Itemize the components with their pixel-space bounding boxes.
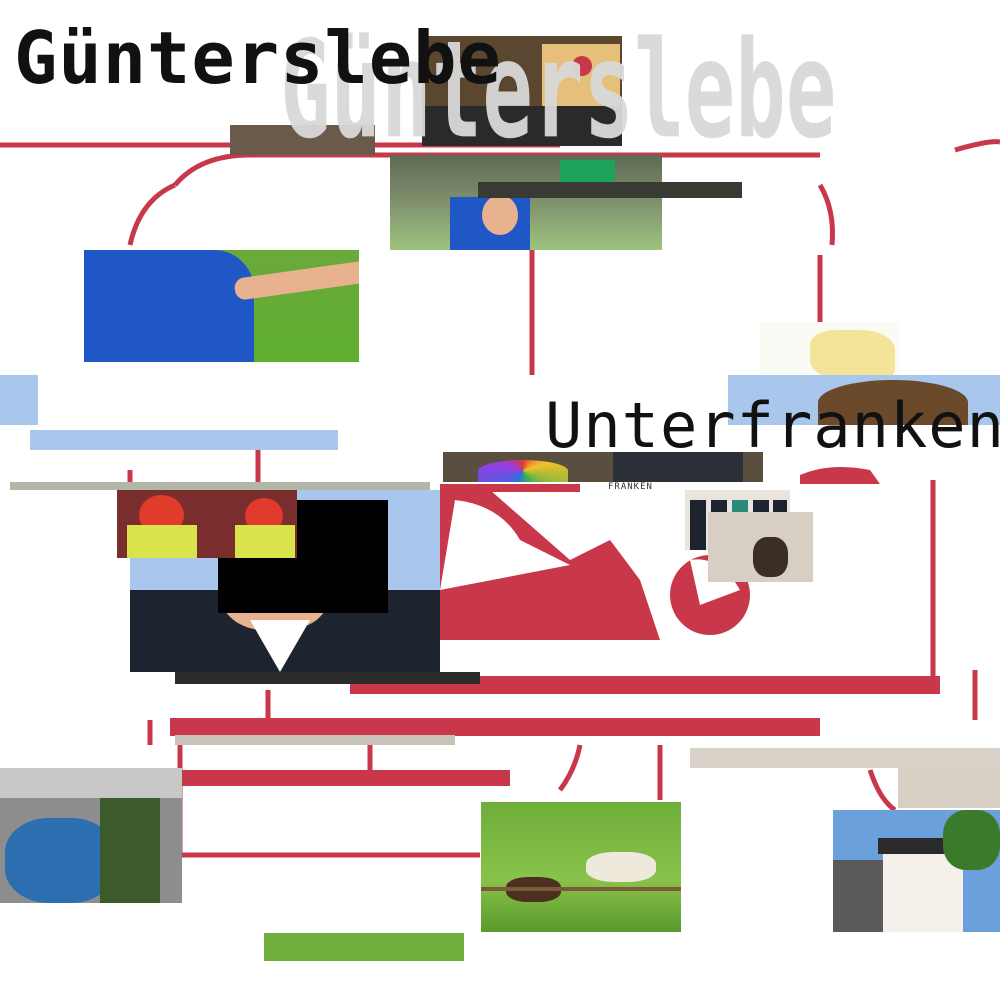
half-timbered-tower-photo xyxy=(833,810,1000,932)
glitch-strip xyxy=(898,768,1000,808)
map-of-franconia xyxy=(760,322,900,382)
glitch-strip xyxy=(10,482,430,490)
map-label: FRANKEN xyxy=(608,482,653,492)
soccer-player-photo xyxy=(84,250,359,362)
page-title: Günterslebe xyxy=(14,16,502,100)
region-subtitle: Unterfranken xyxy=(545,389,1000,462)
carnival-clowns-photo xyxy=(117,490,297,558)
parade-photo xyxy=(0,768,182,903)
umbrella-strip-photo xyxy=(728,375,1000,425)
glitch-strip xyxy=(175,672,480,684)
glitch-strip xyxy=(230,125,375,155)
glitch-strip xyxy=(690,748,1000,768)
glitch-strip xyxy=(175,735,455,745)
glitch-strip xyxy=(0,375,38,425)
grass-strip-photo xyxy=(264,933,464,961)
award-object-photo xyxy=(708,512,813,582)
glitch-strip xyxy=(30,430,338,450)
soccer-crowd-photo xyxy=(390,155,662,250)
umbrella-color-photo xyxy=(443,452,763,482)
stage-building-photo xyxy=(422,36,622,146)
horses-pasture-photo xyxy=(481,802,681,932)
glitch-strip xyxy=(478,182,742,198)
title-ghost: Günterslebe xyxy=(280,11,837,169)
